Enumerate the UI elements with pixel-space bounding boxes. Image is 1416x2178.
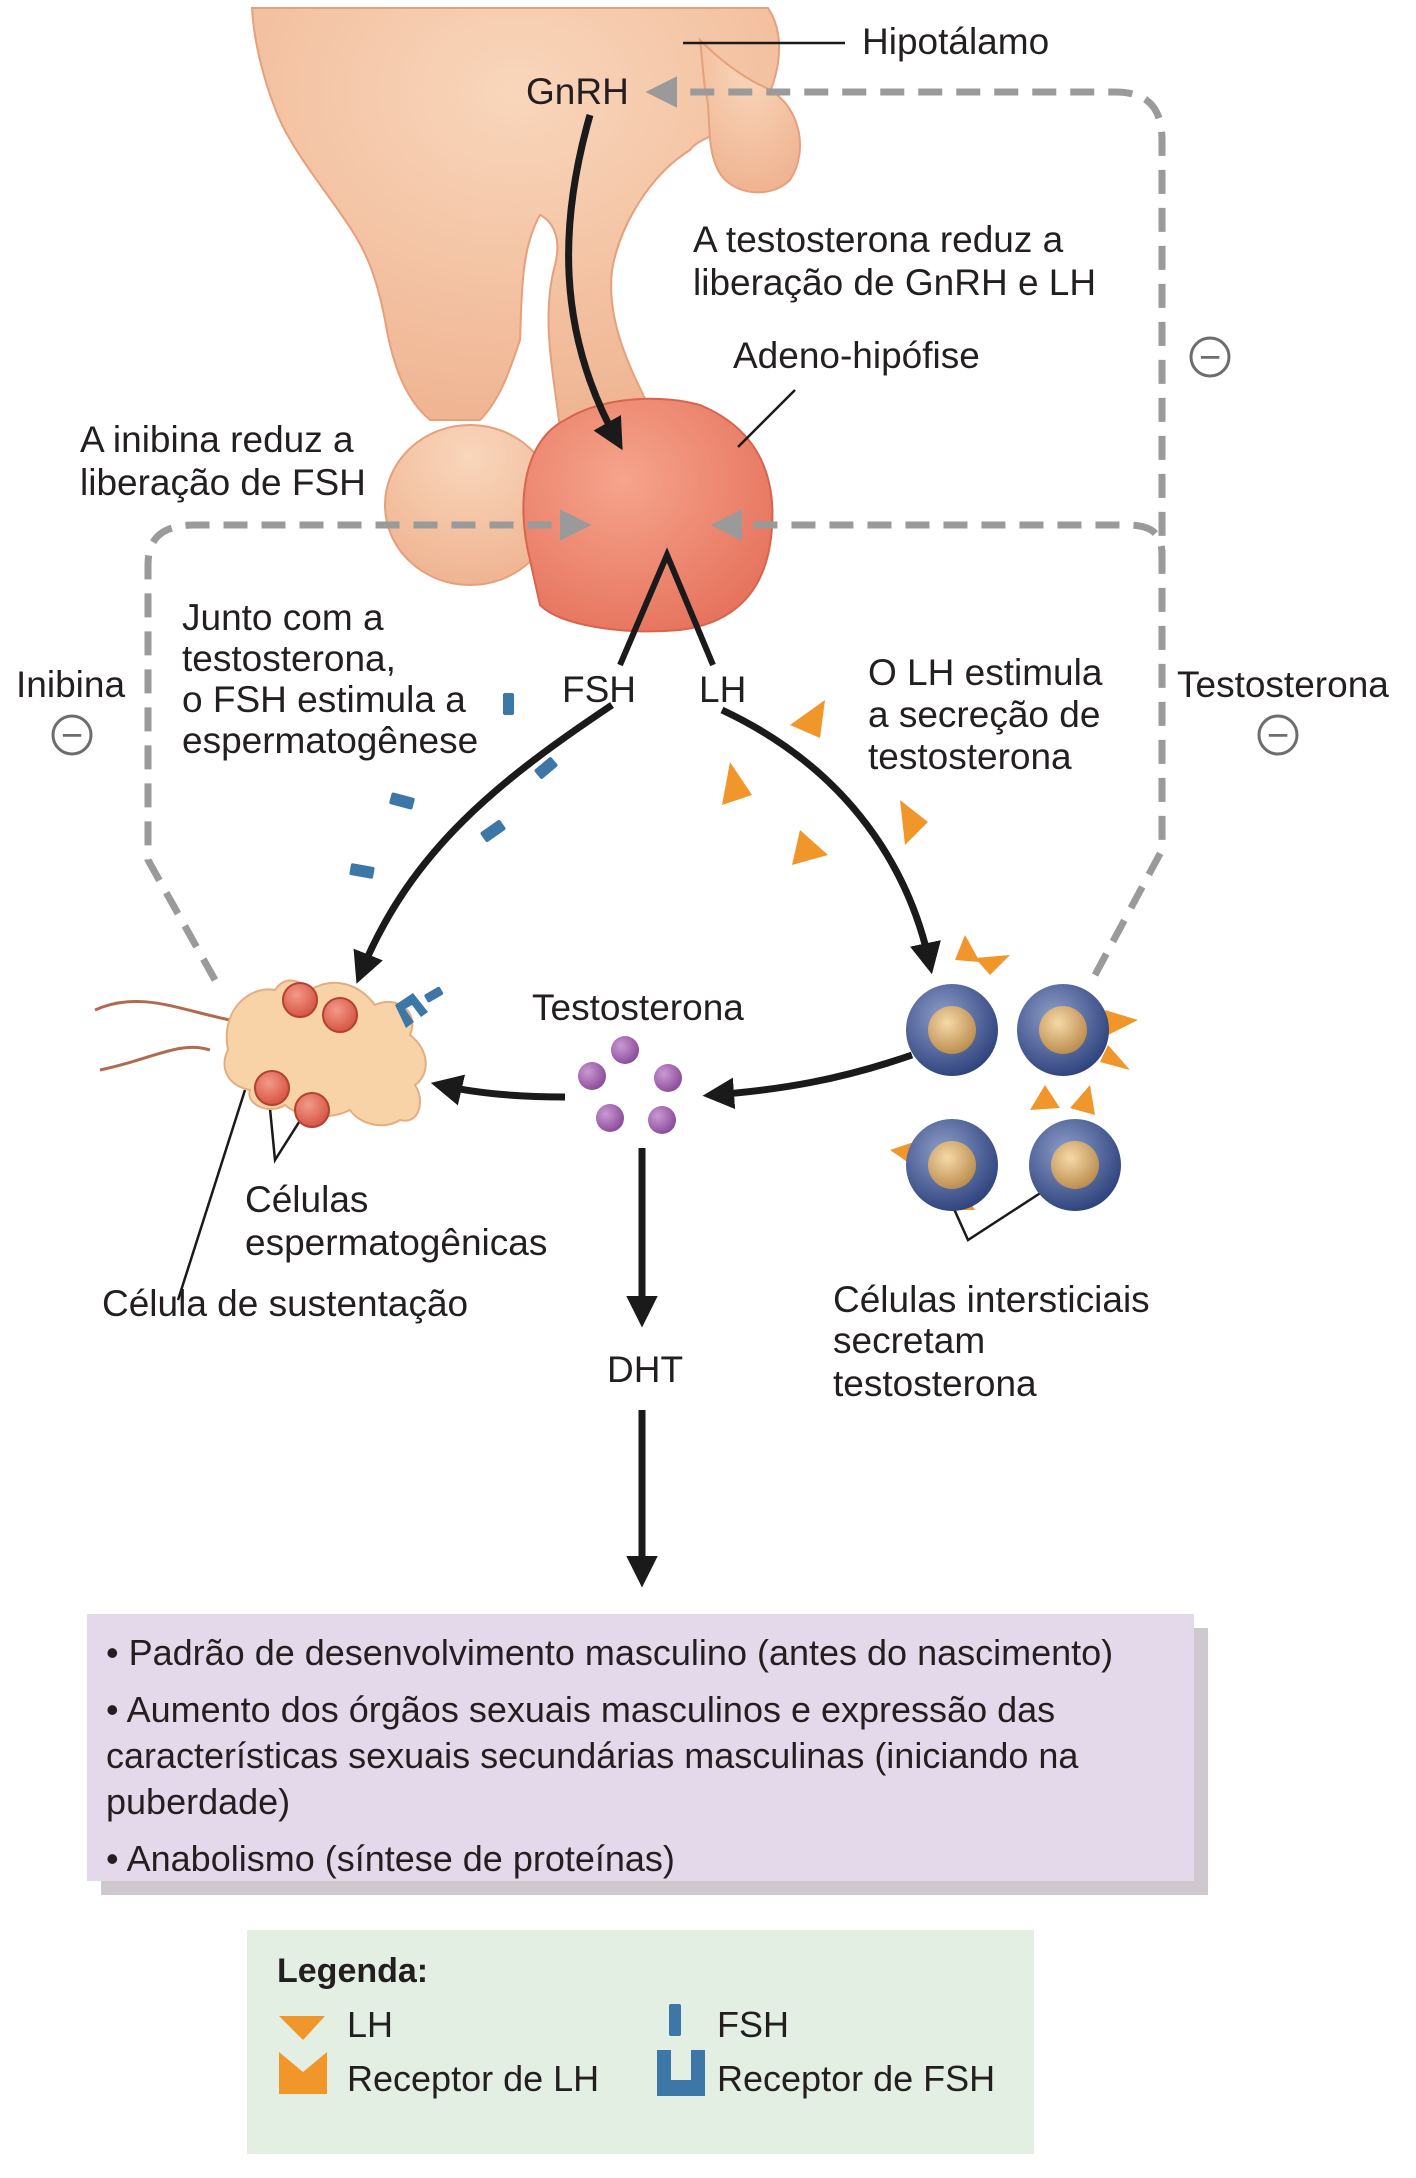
testosterone-to-pituitary-feedback (710, 509, 1166, 570)
legend-fsh-receptor: Receptor de FSH (717, 2058, 996, 2099)
spermatogenic-cells (254, 982, 358, 1128)
legend-lh: LH (347, 2004, 394, 2045)
inhibin-note-line1: A inibina reduz a (80, 419, 354, 460)
inhibin-label: Inibina (16, 664, 125, 705)
fsh-receptor-on-cell (395, 986, 444, 1028)
dht-label: DHT (607, 1349, 683, 1390)
testosterone-center-label: Testosterona (532, 987, 744, 1028)
effect-item: • Anabolismo (síntese de proteínas) (106, 1838, 675, 1879)
fsh-note-line1: Junto com a (182, 597, 384, 638)
legend-fsh: FSH (717, 2004, 789, 2045)
inhibition-symbols (51, 336, 1299, 756)
fsh-note-line2: testosterona, (182, 638, 396, 679)
inhibin-note-line2: liberação de FSH (80, 462, 366, 503)
interstitial-cells (890, 935, 1138, 1211)
testosterone-to-hypothalamus-feedback (645, 76, 1166, 977)
lh-receptor-icon (279, 2052, 327, 2094)
dht-effects-box: • Padrão de desenvolvimento masculino (a… (87, 1614, 1194, 1881)
lh-molecules (722, 700, 928, 865)
minus-symbol-testosterone: − (1267, 715, 1289, 757)
inhibin-to-pituitary-feedback (144, 509, 592, 982)
fsh-label: FSH (562, 669, 636, 710)
pointer-lines (176, 41, 1046, 1301)
fsh-arrow (353, 702, 614, 984)
hypothalamus-illustration (250, 7, 801, 633)
fsh-note-line4: espermatogênese (182, 720, 478, 761)
testosterone-feedback-label: Testosterona (1177, 664, 1389, 705)
lh-note-line3: testosterona (868, 736, 1072, 777)
minus-symbol-inhibin: − (61, 715, 83, 757)
interstitial-cells-line2: secretam (833, 1320, 985, 1361)
spermatogenic-cells-line2: espermatogênicas (245, 1222, 547, 1263)
fsh-note-line3: o FSH estimula a (182, 679, 466, 720)
legend-title: Legenda: (277, 1952, 429, 1990)
stimulation-arrows (353, 114, 941, 1588)
interstitial-cells-line1: Células intersticiais (833, 1279, 1150, 1320)
spermatogenic-cells-line1: Células (245, 1179, 368, 1220)
testosterone-from-interstitial-arrow (702, 1051, 914, 1110)
legend-lh-receptor: Receptor de LH (347, 2058, 600, 2099)
testosterone-molecules (578, 1036, 682, 1134)
lh-symbol-icon (279, 2016, 325, 2040)
legend: Legenda: LH Receptor de LH FSH Receptor … (247, 1930, 1034, 2154)
fsh-symbol-icon (669, 2004, 681, 2036)
minus-symbol-top: − (1199, 337, 1221, 379)
fsh-receptor-icon (657, 2050, 705, 2096)
hypothalamus-label: Hipotálamo (862, 21, 1049, 62)
pituitary-fsh-lh-stem (617, 547, 716, 667)
lh-label: LH (699, 669, 746, 710)
effect-item: • Aumento dos órgãos sexuais masculinos … (106, 1689, 1079, 1822)
lh-note-line2: a secreção de (868, 694, 1100, 735)
fsh-molecules (349, 693, 558, 879)
interstitial-cells-line3: testosterona (833, 1363, 1037, 1404)
effect-item: • Padrão de desenvolvimento masculino (a… (106, 1632, 1114, 1673)
testosterone-feedback-note-line1: A testosterona reduz a (693, 219, 1064, 260)
lh-note-line1: O LH estimula (868, 652, 1103, 693)
testosterone-to-sustentacular-arrow (430, 1074, 566, 1106)
lh-arrow (720, 706, 941, 975)
gnrh-arrow (565, 114, 623, 451)
sustentacular-cell-label: Célula de sustentação (102, 1283, 468, 1324)
adenohypophysis-label: Adeno-hipófise (733, 335, 980, 376)
sustentacular-cell (94, 979, 427, 1127)
feedback-loops (144, 76, 1166, 982)
testosterone-feedback-note-line2: liberação de GnRH e LH (693, 262, 1096, 303)
gnrh-label: GnRH (526, 71, 629, 112)
